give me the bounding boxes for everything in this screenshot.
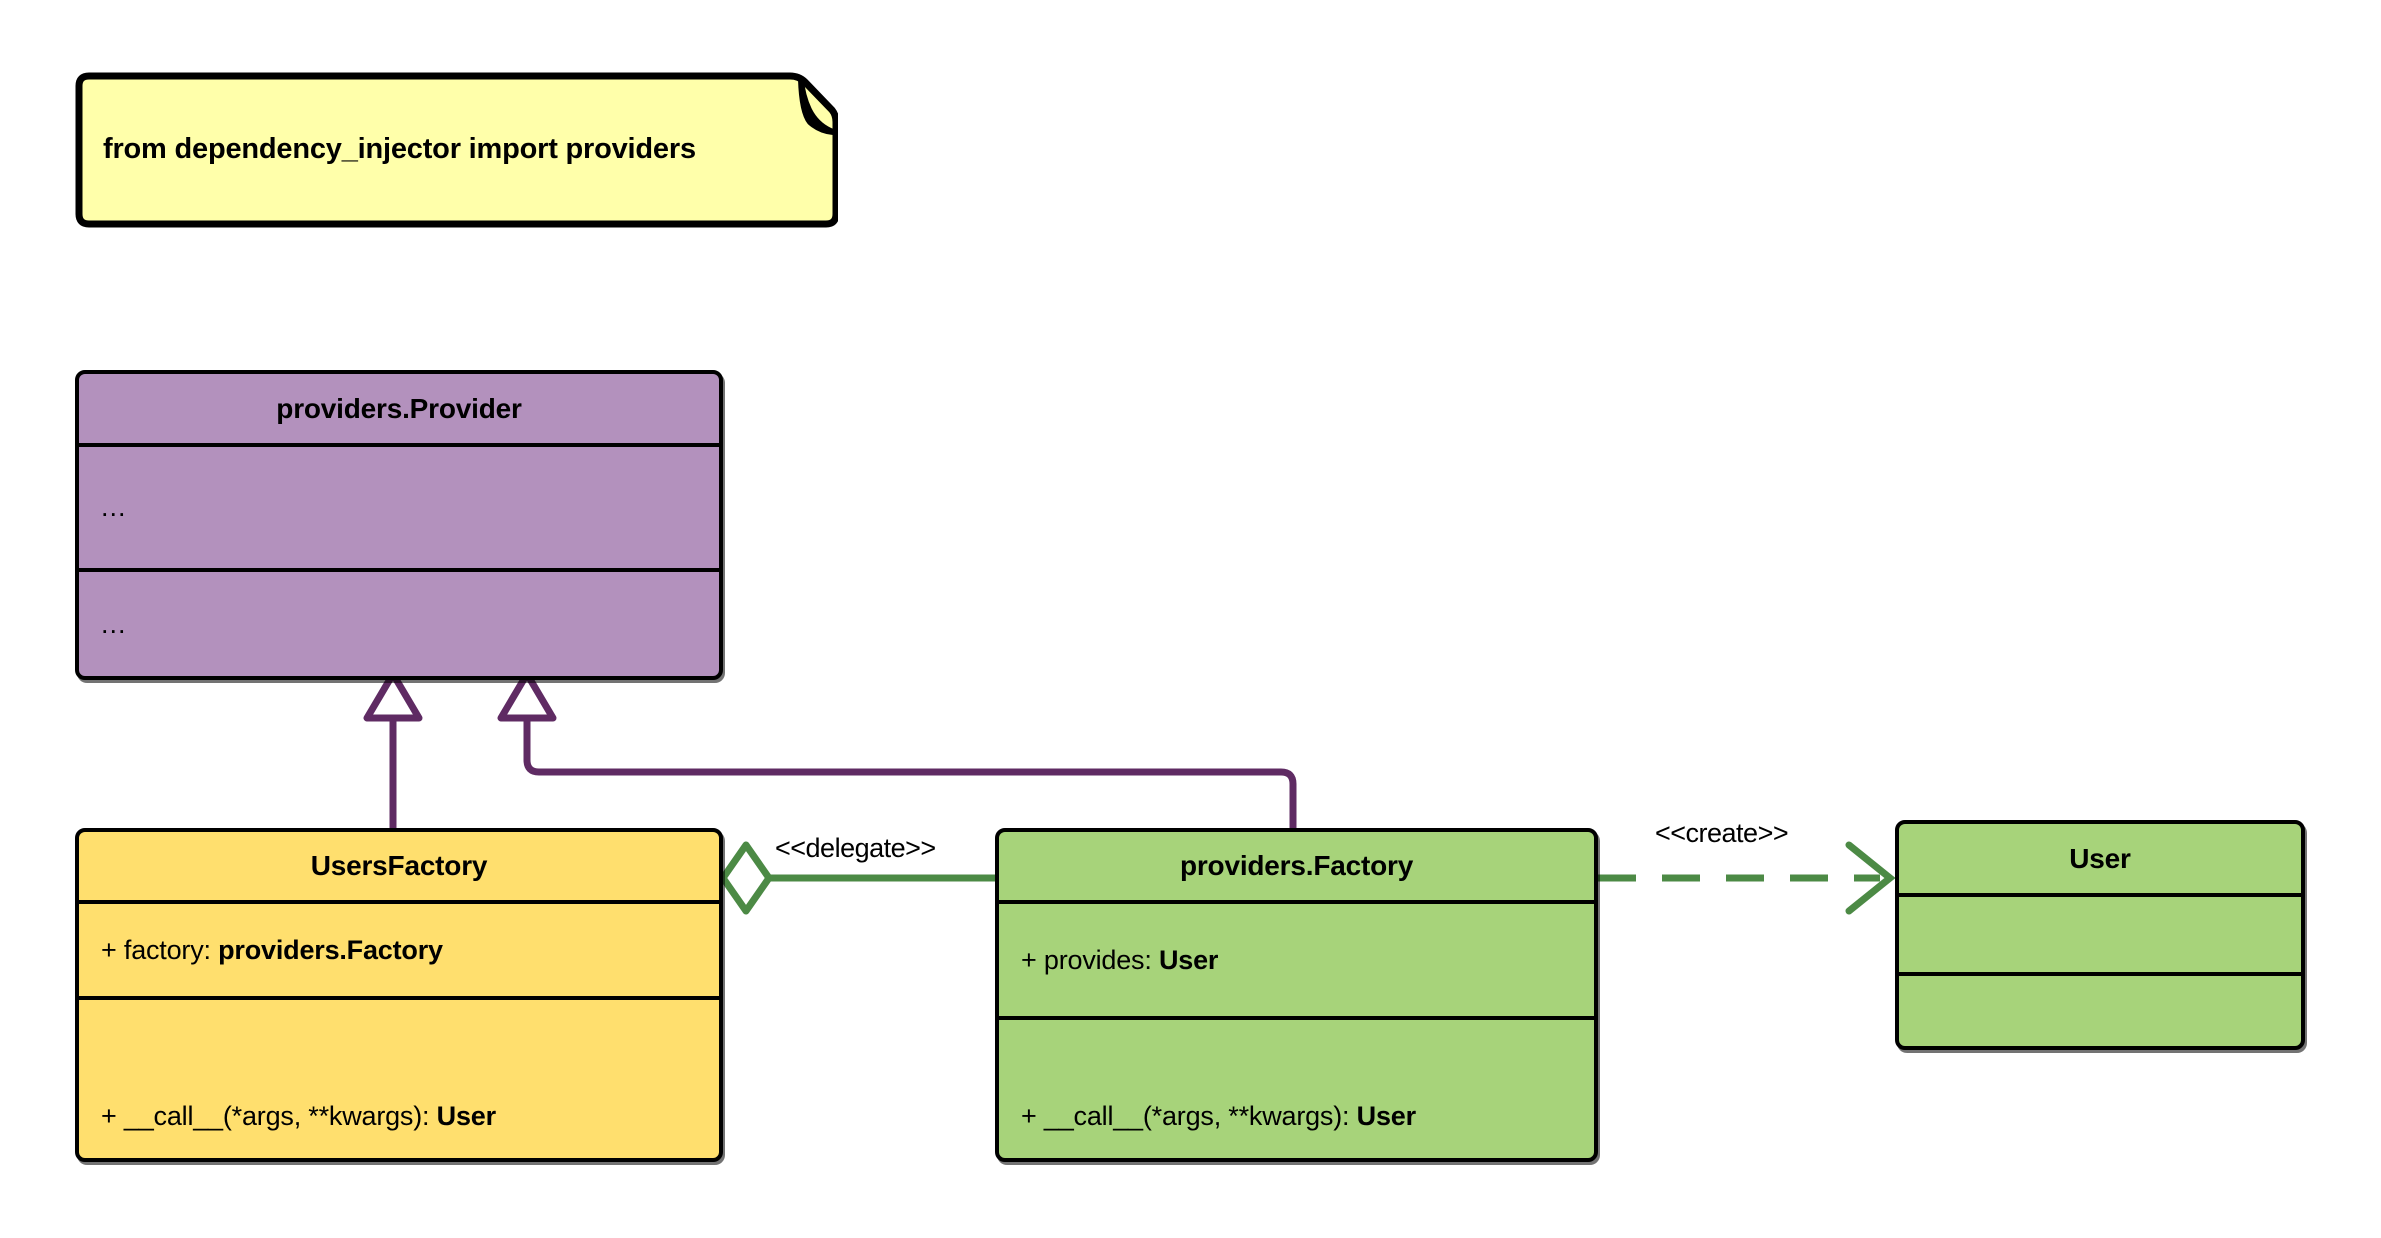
class-methods-providers-factory: + __call__(*args, **kwargs): User — [999, 1016, 1594, 1158]
method-return-type: User — [436, 1101, 496, 1131]
attribute-ellipsis: ... — [101, 492, 127, 522]
class-title-user: User — [2069, 842, 2131, 874]
note-import-statement[interactable]: from dependency_injector import provider… — [75, 70, 838, 228]
attribute-type: User — [1158, 944, 1219, 975]
attribute-visibility: + — [101, 934, 117, 965]
method-signature: __call__(*args, **kwargs): — [123, 1101, 430, 1131]
method-return-type: User — [1356, 1101, 1416, 1131]
class-box-users-factory[interactable]: UsersFactory + factory: providers.Factor… — [75, 828, 723, 1162]
class-methods-users-factory: + __call__(*args, **kwargs): User — [79, 996, 719, 1158]
note-text: from dependency_injector import provider… — [103, 132, 696, 165]
edge-label-delegate: <<delegate>> — [775, 833, 936, 863]
class-title-users-factory: UsersFactory — [310, 850, 488, 881]
attribute-type: providers.Factory — [218, 934, 443, 965]
hollow-triangle-arrowhead — [497, 670, 557, 722]
open-arrowhead — [1845, 841, 1896, 915]
hollow-diamond-aggregation — [719, 841, 773, 915]
class-box-providers-provider[interactable]: providers.Provider ... ... — [75, 370, 723, 680]
method-visibility: + — [101, 1101, 117, 1131]
class-title-providers-provider: providers.Provider — [276, 392, 522, 424]
class-attributes-providers-factory: + provides: User — [999, 900, 1594, 1016]
method-signature: __call__(*args, **kwargs): — [1043, 1101, 1350, 1131]
generalization-factory-to-provider[interactable] — [497, 670, 1297, 832]
class-box-user[interactable]: User — [1895, 820, 2305, 1050]
class-attributes-user — [1899, 893, 2301, 972]
attribute-name: factory: — [123, 934, 211, 965]
class-methods-providers-provider: ... — [79, 568, 719, 676]
attribute-name: provides: — [1043, 944, 1152, 975]
generalization-usersfactory-to-provider[interactable] — [363, 670, 423, 832]
hollow-triangle-arrowhead — [363, 670, 423, 722]
attribute-visibility: + — [1021, 944, 1037, 975]
edge-label-create: <<create>> — [1655, 818, 1789, 848]
method-visibility: + — [1021, 1101, 1037, 1131]
method-ellipsis: ... — [101, 608, 127, 639]
class-attributes-providers-provider: ... — [79, 443, 719, 568]
note-shape — [75, 72, 838, 228]
class-attributes-users-factory: + factory: providers.Factory — [79, 900, 719, 996]
class-methods-user — [1899, 972, 2301, 1046]
dependency-factory-to-user[interactable] — [1598, 841, 1896, 915]
class-title-providers-factory: providers.Factory — [1179, 850, 1414, 881]
class-box-providers-factory[interactable]: providers.Factory + provides: User + __c… — [995, 828, 1598, 1162]
